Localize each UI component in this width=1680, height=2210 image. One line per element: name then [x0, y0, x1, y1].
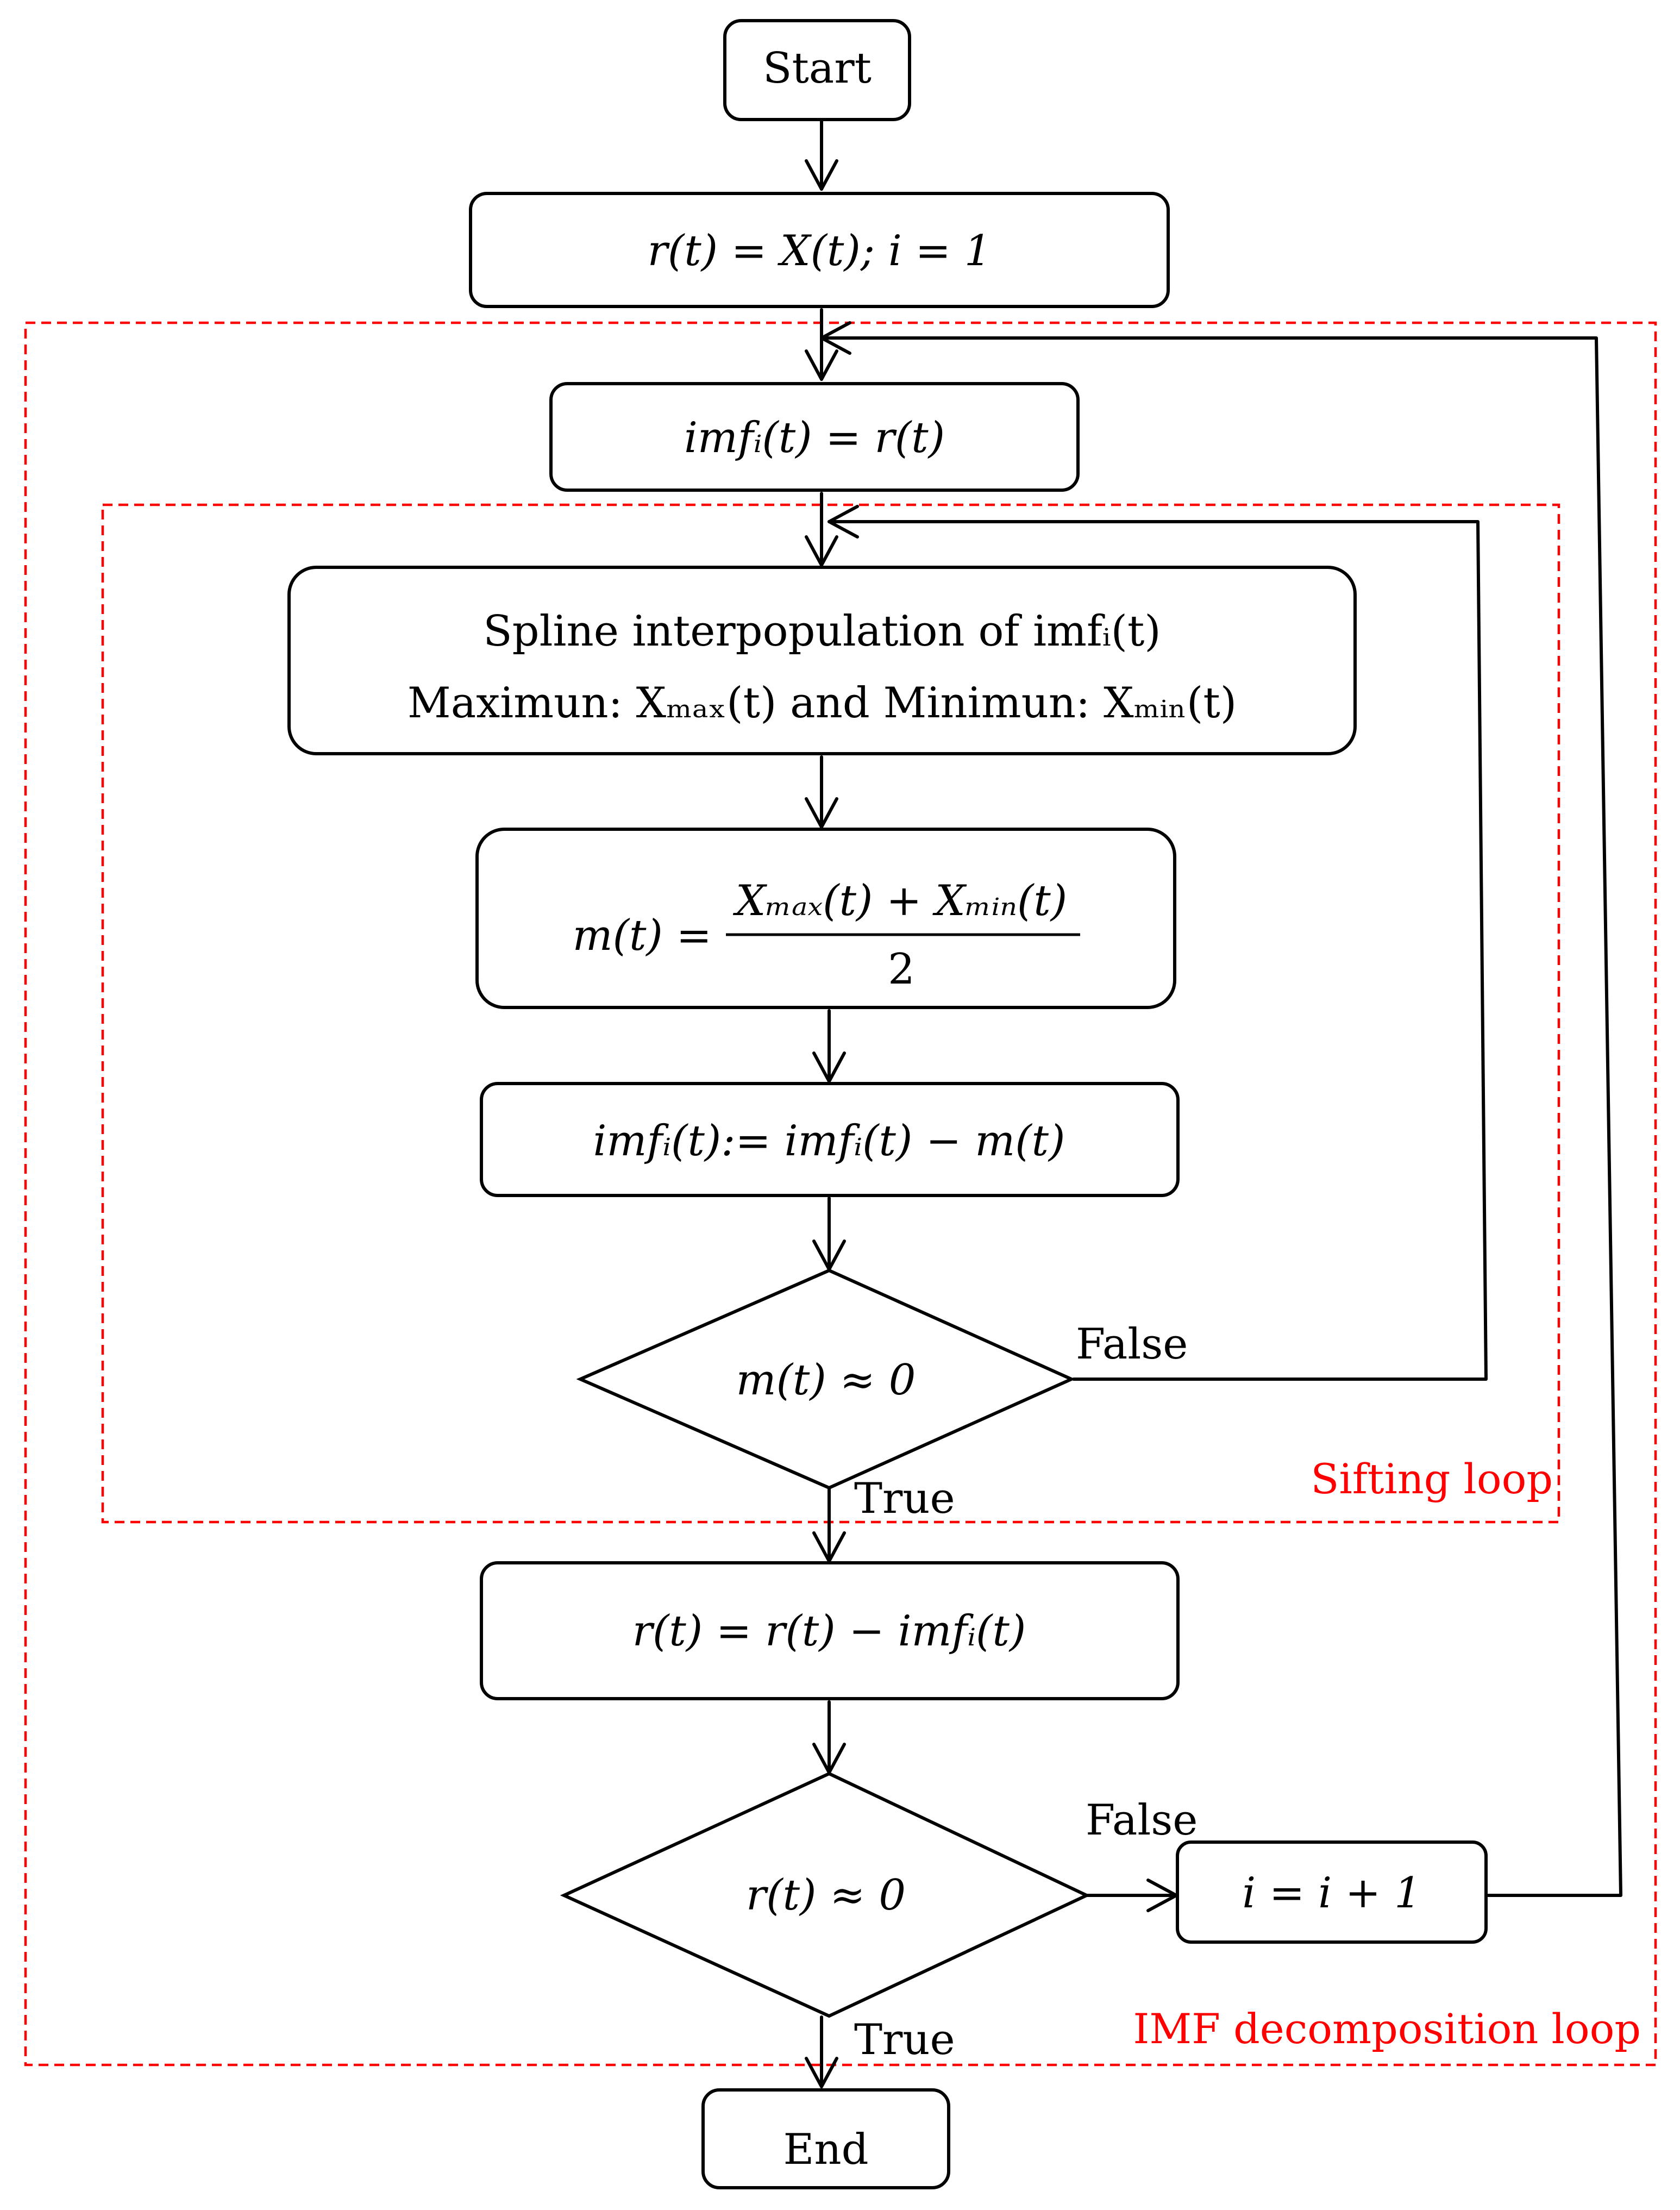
imf-assign-label: imfᵢ(t) = r(t)	[684, 414, 945, 462]
init-node: r(t) = X(t); i = 1	[469, 192, 1170, 308]
arrowhead-imf-loop-return	[820, 321, 851, 355]
imf-decomposition-loop-label: IMF decomposition loop	[1133, 2005, 1641, 2053]
arrowhead-init	[805, 159, 838, 191]
increment-label: i = i + 1	[1242, 1869, 1421, 1918]
sift-decision-diamond	[576, 1268, 1076, 1490]
end-node: End	[701, 2088, 950, 2189]
end-box	[701, 2088, 950, 2189]
imf-update-box	[480, 1082, 1180, 1197]
residual-update-label: r(t) = r(t) − imfᵢ(t)	[632, 1607, 1026, 1656]
arrowhead-mean	[805, 797, 838, 829]
start-label: Start	[763, 44, 872, 93]
residual-false-label: False	[1086, 1796, 1198, 1845]
mean-lhs: m(t) =	[573, 911, 712, 960]
residual-update-node: r(t) = r(t) − imfᵢ(t)	[480, 1561, 1180, 1700]
spline-box	[287, 566, 1357, 755]
start-node: Start	[723, 19, 911, 121]
imf-assign-box	[549, 382, 1080, 492]
sifting-loop-label: Sifting loop	[1311, 1455, 1553, 1503]
connectors	[805, 118, 1622, 2088]
residual-update-box	[480, 1561, 1180, 1700]
sift-decision-node: m(t) ≈ 0	[576, 1268, 1076, 1490]
edge-sift-false-loop	[828, 520, 1488, 1381]
residual-decision-diamond	[560, 1771, 1091, 2018]
arrowhead-sift-loop-return	[828, 505, 859, 539]
residual-true-label: True	[854, 2015, 955, 2064]
residual-decision-node: r(t) ≈ 0	[560, 1771, 1091, 2018]
mean-node: m(t) = Xₘₐₓ(t) + Xₘᵢₙ(t) 2	[475, 828, 1176, 1009]
imf-assign-node: imfᵢ(t) = r(t)	[549, 382, 1080, 492]
edge-increment-loop	[820, 336, 1622, 1897]
sift-false-label: False	[1076, 1320, 1188, 1369]
residual-decision-label: r(t) ≈ 0	[746, 1871, 906, 1920]
init-box	[469, 192, 1170, 308]
increment-node: i = i + 1	[1176, 1840, 1488, 1944]
spline-node: Spline interpopulation of imfᵢ(t) Maximu…	[287, 566, 1357, 755]
spline-label-line2: Maximun: Xₘₐₓ(t) and Minimun: Xₘᵢₙ(t)	[408, 679, 1237, 728]
imf-update-node: imfᵢ(t):= imfᵢ(t) − m(t)	[480, 1082, 1180, 1197]
mean-numerator: Xₘₐₓ(t) + Xₘᵢₙ(t)	[732, 877, 1067, 925]
sift-decision-label: m(t) ≈ 0	[736, 1356, 916, 1405]
init-label: r(t) = X(t); i = 1	[648, 227, 992, 276]
start-box	[723, 19, 911, 121]
imf-update-label: imfᵢ(t):= imfᵢ(t) − m(t)	[593, 1117, 1065, 1166]
increment-box	[1176, 1840, 1488, 1944]
arrowhead-spline	[805, 535, 838, 567]
arrowhead-imf-update	[812, 1051, 846, 1083]
arrowhead-end	[805, 2057, 838, 2088]
mean-denominator: 2	[888, 945, 915, 994]
spline-label-line1: Spline interpopulation of imfᵢ(t)	[483, 607, 1161, 656]
end-label: End	[783, 2125, 868, 2174]
mean-box	[475, 828, 1176, 1009]
sift-true-label: True	[854, 1474, 955, 1523]
arrowhead-imf-assign	[805, 349, 838, 381]
